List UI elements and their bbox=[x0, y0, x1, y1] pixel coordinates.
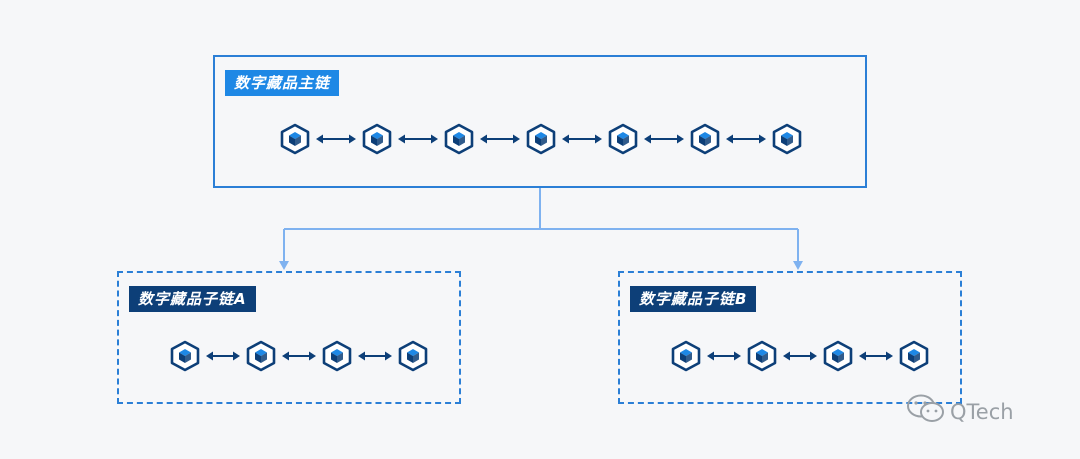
main-chain-block-icon bbox=[279, 123, 311, 155]
main-chain-bidirectional-arrow-icon bbox=[644, 133, 684, 145]
sub-chain-b-block-icon bbox=[822, 340, 854, 372]
main-chain-block-icon bbox=[771, 123, 803, 155]
main-chain-bidirectional-arrow-icon bbox=[398, 133, 438, 145]
sub-chain-a-block-icon bbox=[245, 340, 277, 372]
watermark-text: QTech bbox=[950, 399, 1014, 424]
sub-chain-a-title: 数字藏品子链A bbox=[129, 286, 256, 312]
main-chain-block-icon bbox=[361, 123, 393, 155]
main-chain-bidirectional-arrow-icon bbox=[726, 133, 766, 145]
watermark: QTech bbox=[906, 393, 1014, 430]
sub-chain-b-blocks bbox=[670, 340, 930, 372]
main-chain-panel: 数字藏品主链 bbox=[213, 55, 867, 188]
sub-chain-b-panel: 数字藏品子链B bbox=[618, 271, 962, 404]
sub-chain-b-bidirectional-arrow-icon bbox=[707, 350, 741, 362]
sub-chain-a-bidirectional-arrow-icon bbox=[358, 350, 392, 362]
sub-chain-b-block-icon bbox=[746, 340, 778, 372]
sub-chain-b-bidirectional-arrow-icon bbox=[859, 350, 893, 362]
arrow-head-left bbox=[279, 261, 289, 270]
sub-chain-a-block-icon bbox=[321, 340, 353, 372]
main-chain-block-icon bbox=[443, 123, 475, 155]
wechat-icon bbox=[906, 393, 946, 430]
sub-chain-a-bidirectional-arrow-icon bbox=[282, 350, 316, 362]
sub-chain-b-bidirectional-arrow-icon bbox=[783, 350, 817, 362]
main-chain-block-icon bbox=[525, 123, 557, 155]
main-chain-block-icon bbox=[689, 123, 721, 155]
sub-chain-a-panel: 数字藏品子链A bbox=[117, 271, 461, 404]
sub-chain-a-block-icon bbox=[397, 340, 429, 372]
sub-chain-a-block-icon bbox=[169, 340, 201, 372]
sub-chain-b-title: 数字藏品子链B bbox=[630, 286, 757, 312]
main-chain-bidirectional-arrow-icon bbox=[562, 133, 602, 145]
arrow-head-right bbox=[793, 261, 803, 270]
sub-chain-b-block-icon bbox=[898, 340, 930, 372]
main-chain-bidirectional-arrow-icon bbox=[316, 133, 356, 145]
sub-chain-a-bidirectional-arrow-icon bbox=[206, 350, 240, 362]
main-chain-bidirectional-arrow-icon bbox=[480, 133, 520, 145]
main-chain-block-icon bbox=[607, 123, 639, 155]
sub-chain-b-block-icon bbox=[670, 340, 702, 372]
sub-chain-a-blocks bbox=[169, 340, 429, 372]
main-chain-title: 数字藏品主链 bbox=[225, 70, 340, 96]
main-chain-blocks bbox=[279, 123, 803, 155]
